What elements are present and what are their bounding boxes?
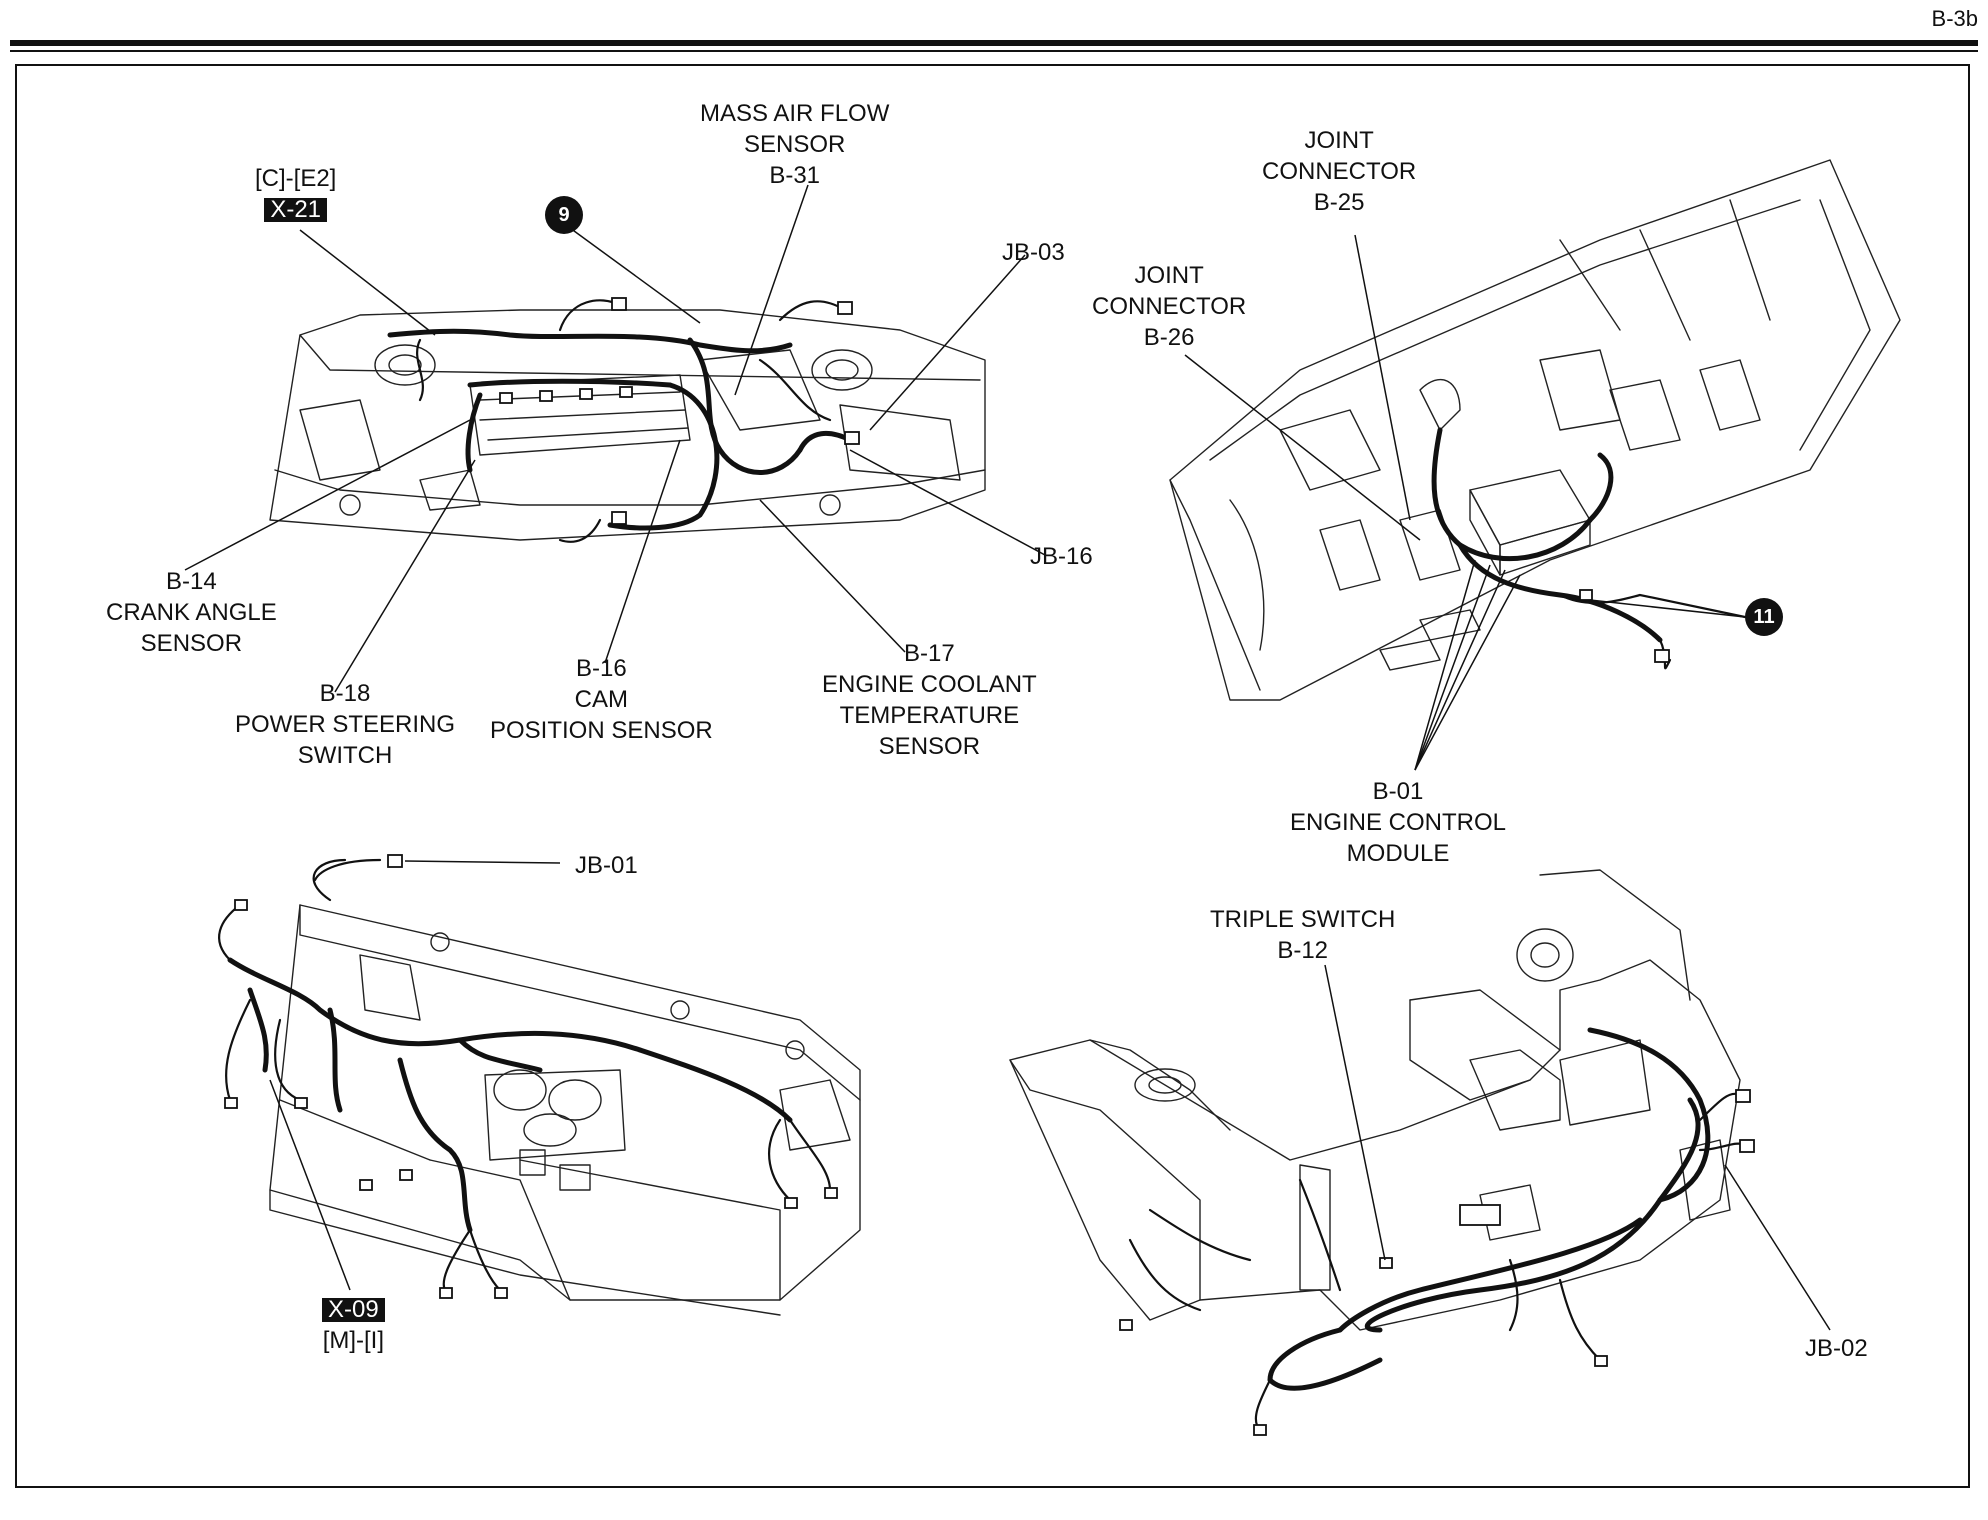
- x21-tag: X-21: [264, 198, 328, 222]
- b16-line-1: B-16: [576, 655, 627, 682]
- b16-line-3: POSITION SENSOR: [490, 717, 713, 744]
- x21-reference-label: [C]-[E2] X-21: [255, 163, 336, 225]
- jb03-label: JB-03: [1002, 239, 1065, 266]
- engine-compartment-illustration: [184, 184, 1046, 693]
- b17-line-2: ENGINE COOLANT: [822, 671, 1037, 698]
- x09-tag: X-09: [322, 1298, 385, 1322]
- b25-line-3: B-25: [1313, 189, 1365, 216]
- jb02-label: JB-02: [1805, 1335, 1868, 1362]
- header-rule-thin: [10, 50, 1978, 52]
- diagram-frame: [15, 64, 1970, 1488]
- b01-line-1: B-01: [1372, 778, 1424, 805]
- b17-line-3: TEMPERATURE: [839, 702, 1020, 729]
- header-rule: [10, 40, 1978, 46]
- maf-label-line-3: B-31: [769, 162, 821, 189]
- b01-line-2: ENGINE CONTROL: [1290, 809, 1507, 836]
- jb16-label: JB-16: [1030, 543, 1093, 570]
- b26-line-3: B-26: [1143, 324, 1195, 351]
- b25-line-1: JOINT: [1304, 127, 1374, 154]
- coolant-temp-sensor-label: B-17 ENGINE COOLANT TEMPERATURE SENSOR: [822, 638, 1037, 762]
- b16-line-2: CAM: [574, 686, 629, 713]
- maf-label-line-1: MASS AIR FLOW: [700, 100, 890, 127]
- power-steering-switch-label: B-18 POWER STEERING SWITCH: [235, 678, 455, 771]
- b12-line-1: TRIPLE SWITCH: [1210, 906, 1396, 933]
- crank-angle-sensor-label: B-14 CRANK ANGLE SENSOR: [106, 566, 277, 659]
- joint-connector-b25-label: JOINT CONNECTOR B-25: [1262, 125, 1416, 218]
- b26-line-1: JOINT: [1134, 262, 1204, 289]
- front-end-illustration: [1009, 869, 1831, 1436]
- b01-line-3: MODULE: [1346, 840, 1450, 867]
- callout-marker-9: 9: [545, 196, 583, 234]
- b18-line-2: POWER STEERING: [235, 711, 456, 738]
- b12-line-2: B-12: [1277, 937, 1329, 964]
- joint-connector-b26-label: JOINT CONNECTOR B-26: [1092, 260, 1246, 353]
- x09-ref: [M]-[I]: [322, 1327, 385, 1354]
- jb01-label: JB-01: [575, 852, 638, 879]
- b14-line-1: B-14: [166, 568, 217, 595]
- maf-label-line-2: SENSOR: [744, 131, 846, 158]
- page-id: B-3b: [1931, 6, 1978, 31]
- b14-line-3: SENSOR: [140, 630, 243, 657]
- b25-line-2: CONNECTOR: [1262, 158, 1417, 185]
- b14-line-2: CRANK ANGLE: [106, 599, 277, 626]
- maf-sensor-label: MASS AIR FLOW SENSOR B-31: [700, 98, 889, 191]
- cam-position-sensor-label: B-16 CAM POSITION SENSOR: [490, 653, 713, 746]
- engine-control-module-label: B-01 ENGINE CONTROL MODULE: [1290, 776, 1506, 869]
- callout-marker-11: 11: [1745, 598, 1783, 636]
- instrument-panel-illustration: [218, 854, 861, 1316]
- x21-ref: [C]-[E2]: [255, 165, 337, 192]
- x09-reference-label: X-09 [M]-[I]: [322, 1294, 385, 1356]
- triple-switch-label: TRIPLE SWITCH B-12: [1210, 904, 1395, 966]
- b17-line-1: B-17: [904, 640, 955, 667]
- b18-line-1: B-18: [319, 680, 371, 707]
- floor-panel-illustration: [1169, 159, 1901, 771]
- b18-line-3: SWITCH: [297, 742, 393, 769]
- b26-line-2: CONNECTOR: [1092, 293, 1247, 320]
- b17-line-4: SENSOR: [878, 733, 981, 760]
